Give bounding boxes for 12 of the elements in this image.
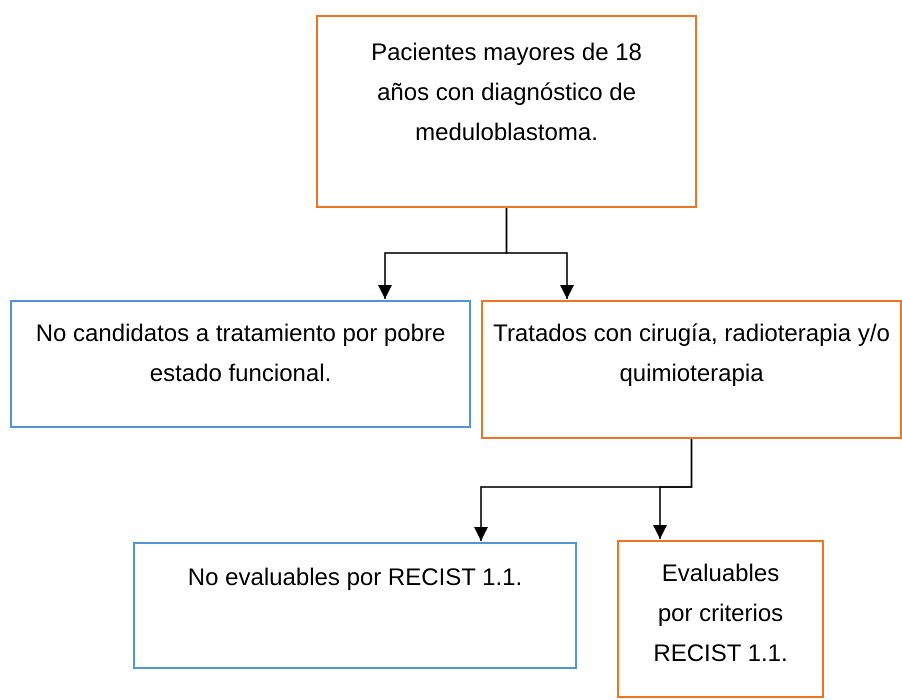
process-box	[10, 300, 471, 428]
arrow	[653, 439, 692, 539]
process-box	[133, 542, 577, 669]
box-text: Pacientes mayores de 18 años con diagnóstico de meduloblastoma.	[370, 38, 643, 148]
box-text: Evaluables por criterios RECIST 1.1.	[652, 559, 789, 669]
box-text: No evaluables por RECIST 1.1.	[188, 563, 522, 593]
box-text: Tratados con cirugía, radioterapia y/o quimioterapia	[493, 319, 890, 389]
process-box	[617, 540, 824, 698]
process-box	[481, 300, 902, 439]
box-text: No candidatos a tratamiento por pobre estado funcional.	[34, 319, 446, 389]
arrow	[506, 208, 574, 299]
process-box	[316, 15, 697, 208]
